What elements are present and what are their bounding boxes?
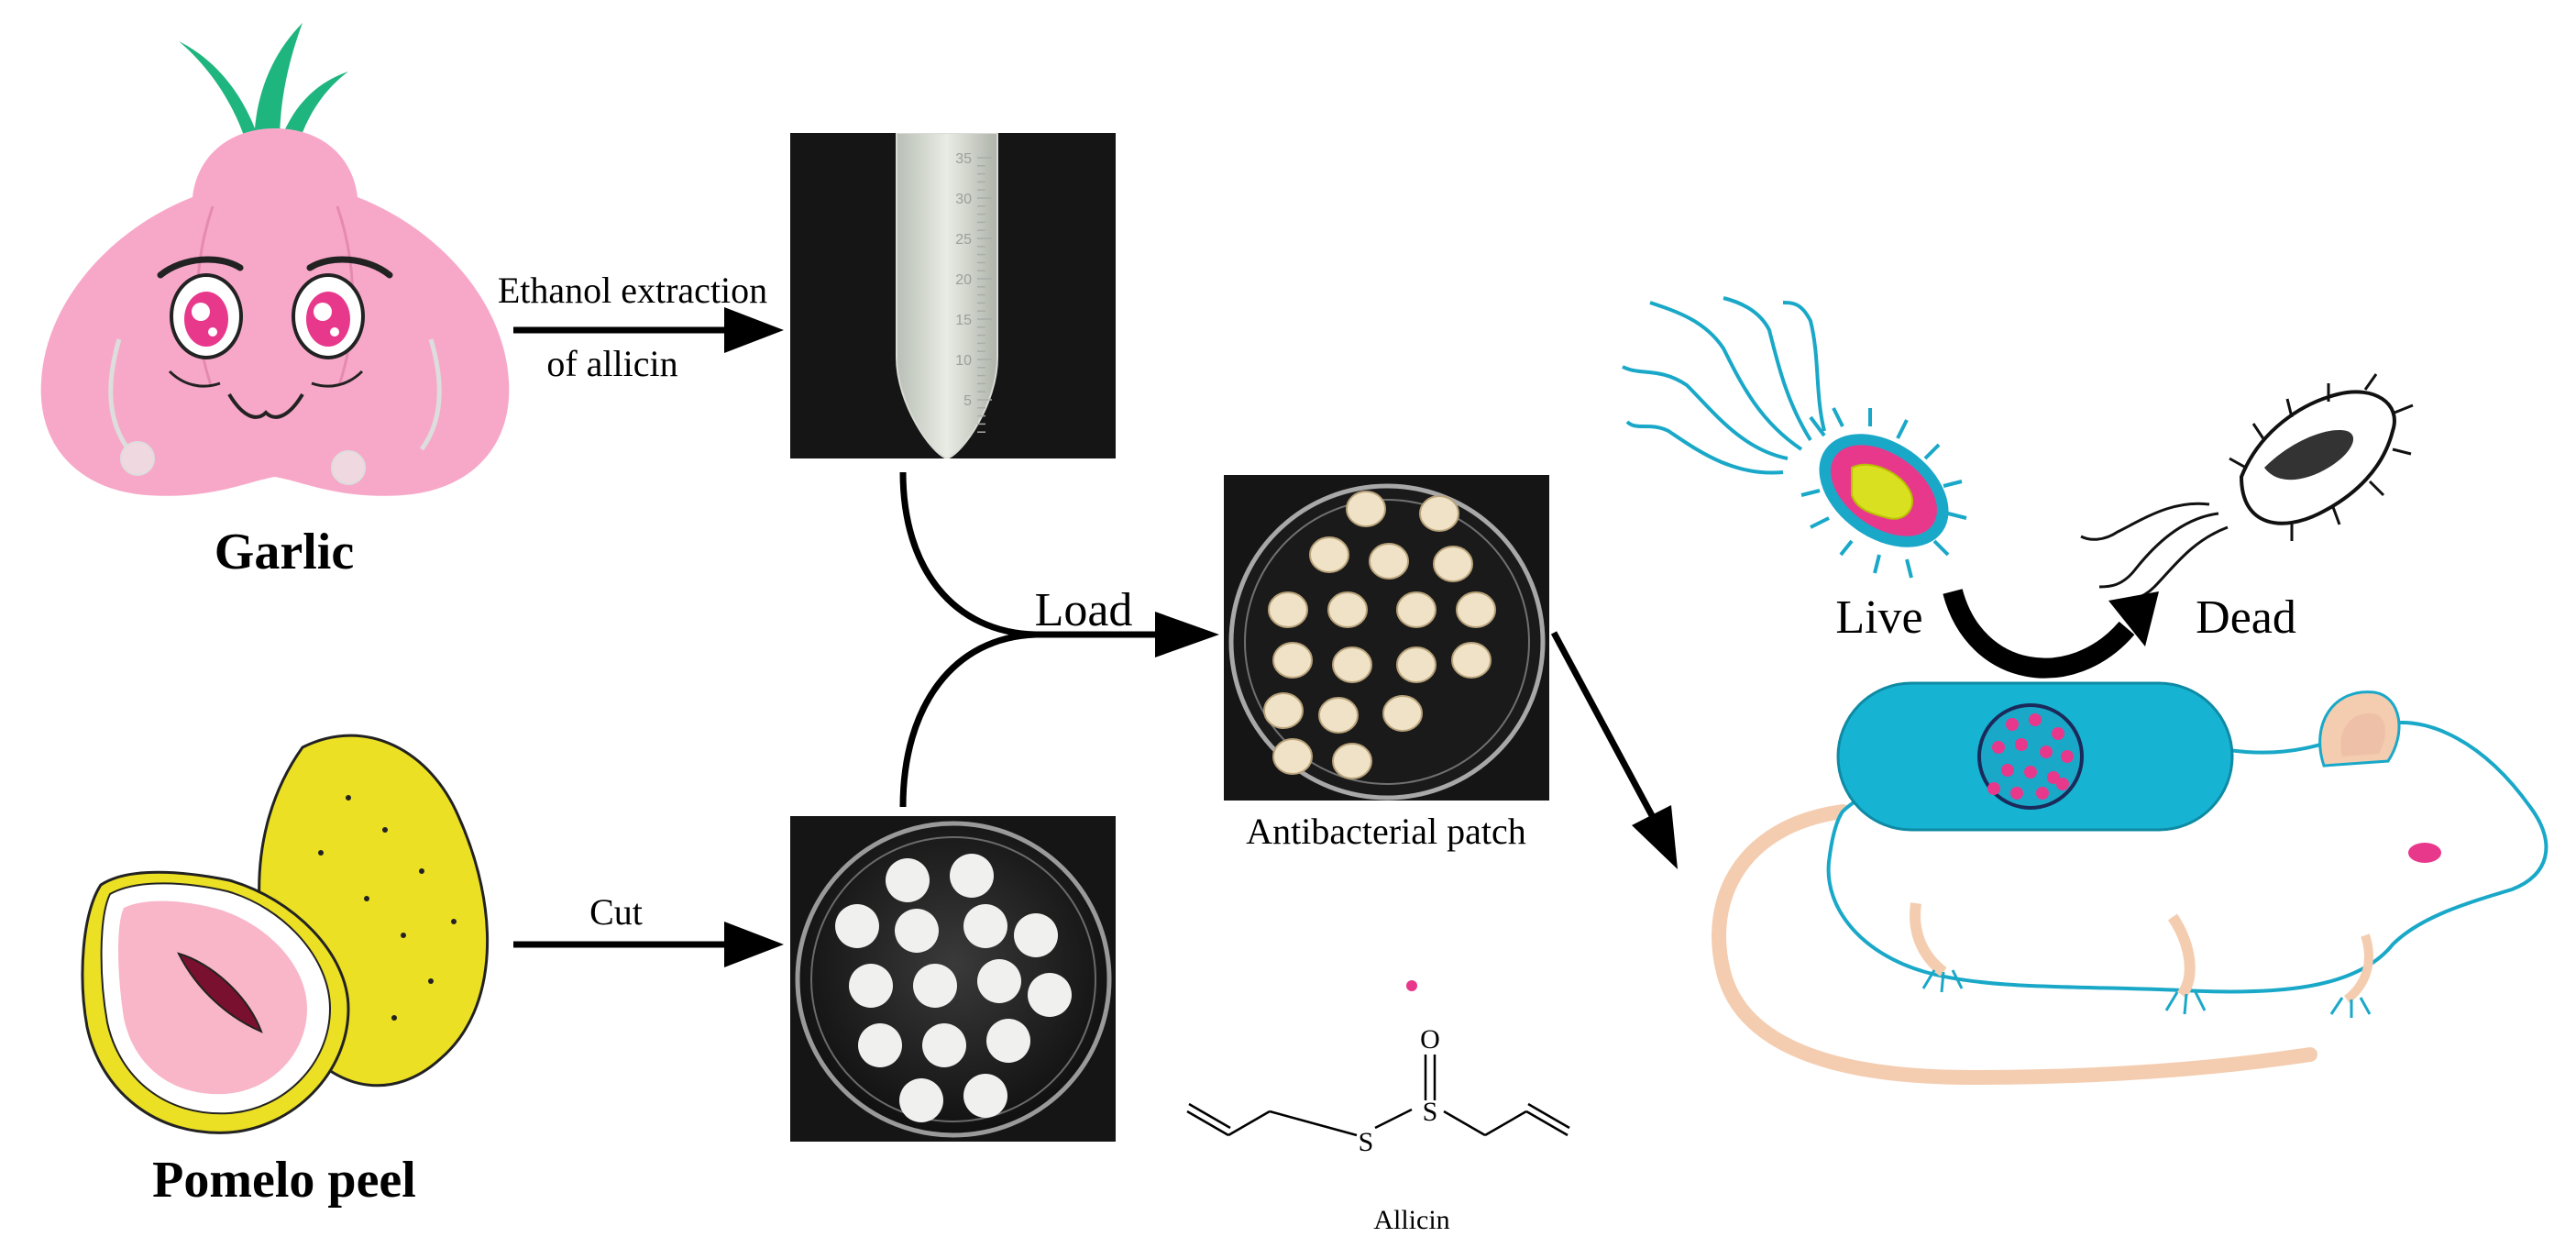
patch-dot [2006,718,2019,731]
antibacterial-disc [1369,543,1409,580]
pomelo-discs [835,854,1072,1122]
tube-scale-number: 10 [955,353,972,369]
patch-dot [2047,771,2060,784]
pomelo-disc [849,964,893,1008]
pomelo-peel-label: Pomelo peel [152,1152,416,1209]
garlic-label: Garlic [215,524,354,580]
pomelo-disc [963,1074,1007,1118]
pomelo-disc [835,904,879,948]
patch-dot [2029,713,2042,726]
live-label: Live [1835,591,1922,644]
patch-dot [2010,787,2023,800]
antibacterial-patch-label: Antibacterial patch [1246,811,1525,852]
tube-scale-number: 5 [963,393,972,409]
load-label: Load [1035,584,1133,636]
live-to-dead-arrow [1943,588,2135,679]
antibacterial-disc [1272,642,1313,679]
antibacterial-patch-photo [1224,475,1549,801]
pomelo-disc [922,1023,966,1067]
patch-dot [2001,764,2014,777]
pomelo-seed-icon [177,952,263,1033]
cut-label: Cut [589,891,643,933]
antibacterial-disc [1318,697,1359,734]
pomelo-disc [913,964,957,1008]
pomelo-disc [886,858,930,902]
load-curve-top [899,471,1037,638]
pomelo-disc [1028,973,1072,1017]
garlic-sprout-icon [179,23,348,156]
pomelo-disc [858,1023,902,1067]
antibacterial-disc [1346,491,1386,527]
antibacterial-disc [1268,591,1308,628]
patch-dot [2056,778,2069,790]
allicin-structure [1186,1055,1570,1137]
patch-dot [2024,766,2037,779]
patch-dot [2061,750,2074,763]
mouse-tail-icon [1712,804,2317,1086]
pomelo-disc [1014,913,1058,957]
allicin-label: Allicin [1373,1205,1449,1235]
garlic-bulb-icon [40,128,510,496]
allicin-extract-tube-photo: 35 30 25 20 15 10 5 [790,133,1116,458]
ethanol-label-line1: Ethanol extraction [498,270,767,311]
allicin-atom-o: O [1420,1024,1440,1055]
allicin-dot-icon [1406,980,1417,991]
antibacterial-disc [1332,743,1372,779]
antibacterial-discs [1263,491,1496,779]
antibacterial-disc [1433,546,1473,582]
antibacterial-disc [1272,738,1313,775]
patch-dot [2040,745,2053,758]
antibacterial-disc [1263,692,1304,729]
pomelo-disc [963,904,1007,948]
tube-scale-number: 35 [955,151,972,167]
antibacterial-disc [1309,536,1349,573]
patch-dot [2015,738,2028,751]
dead-bacterium-icon [2080,373,2414,602]
garlic-eye-right-icon [292,273,365,359]
pomelo-disc [899,1078,943,1122]
pomelo-disc [895,909,939,953]
antibacterial-disc [1396,591,1437,628]
patch-dot [2036,787,2049,800]
patch-to-mouse-arrow [1550,631,1658,823]
garlic-eye-left-icon [170,273,243,359]
antibacterial-disc [1327,591,1368,628]
pomelo-disc [977,959,1021,1003]
antibacterial-disc [1396,646,1437,683]
antibacterial-disc [1451,642,1492,679]
antibacterial-disc [1382,695,1423,732]
tube-scale: 35 30 25 20 15 10 5 [955,151,992,433]
ethanol-label-line2: of allicin [546,343,677,384]
centrifuge-tube-icon [896,133,998,458]
pomelo-peel-illustration [81,734,490,1134]
dead-label: Dead [2196,591,2296,644]
applied-patch-icon [1836,681,2234,832]
tube-scale-number: 20 [955,272,972,288]
live-bacterium-icon [1622,296,1967,579]
patch-dot [1992,741,2005,754]
load-curve-bottom [899,631,1037,808]
patch-dot [1987,782,2000,795]
allicin-atom-s1: S [1359,1127,1374,1157]
pomelo-disc [950,854,994,898]
antibacterial-disc [1332,646,1372,683]
patch-dot [2052,727,2064,740]
pomelo-disc-dish-photo [790,816,1116,1142]
garlic-illustration [40,23,510,496]
tube-scale-number: 25 [955,232,972,248]
mouse-paws [1921,969,2372,1018]
tube-scale-number: 30 [955,192,972,207]
pomelo-disc [986,1019,1030,1063]
antibacterial-disc [1456,591,1496,628]
tube-scale-number: 15 [955,313,972,328]
patch-allicin-dots [1987,713,2074,800]
allicin-atom-s2: S [1423,1097,1438,1127]
mouse-eye-icon [2408,843,2441,863]
antibacterial-disc [1419,495,1459,532]
